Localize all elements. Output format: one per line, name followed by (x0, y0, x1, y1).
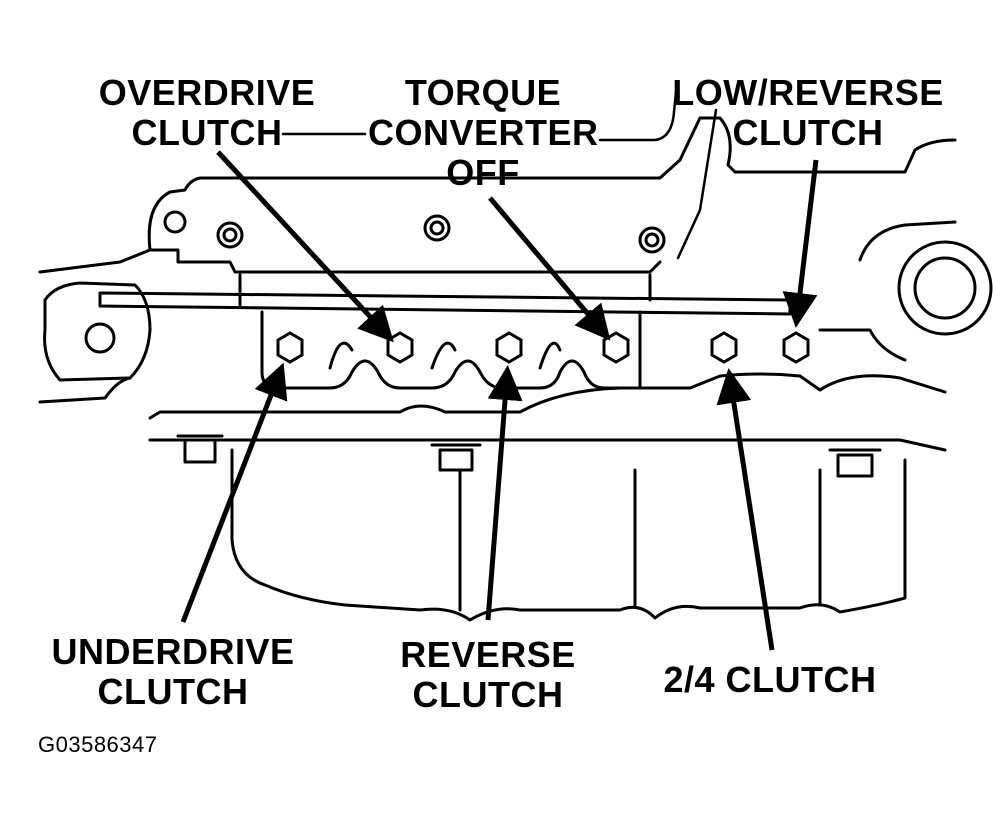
right-case (858, 220, 957, 262)
long-rod (98, 291, 792, 316)
arrow-overdrive (216, 150, 394, 343)
label-low-reverse-line2: CLUTCH (732, 112, 884, 153)
pan-flange (148, 372, 947, 420)
housing-bolt-2-inner (429, 220, 445, 236)
left-boss-hole (84, 322, 116, 354)
label-underdrive-line2: CLUTCH (97, 671, 249, 712)
port-underdrive (276, 331, 304, 364)
leader-torque (598, 90, 678, 142)
label-underdrive-clutch: UNDERDRIVE CLUTCH (38, 632, 308, 712)
label-overdrive-clutch: OVERDRIVE CLUTCH (92, 73, 322, 153)
label-torque-line1: TORQUE (404, 72, 562, 113)
housing-hole (163, 210, 187, 234)
label-underdrive-line1: UNDERDRIVE (51, 631, 295, 672)
label-reverse-line1: REVERSE (400, 634, 576, 675)
lower-left-arm (38, 376, 132, 404)
label-reverse-line2: CLUTCH (412, 674, 564, 715)
label-two-four-clutch: 2/4 CLUTCH (650, 660, 890, 700)
housing-bolt-2 (423, 214, 451, 242)
port-reverse (495, 331, 523, 364)
pan-bolt-3 (828, 448, 882, 478)
figure-code: G03586347 (38, 732, 158, 757)
housing-bolt-3 (638, 226, 666, 254)
housing-bolt-1 (216, 221, 244, 249)
label-torque-converter-off: TORQUE CONVERTER OFF (368, 73, 598, 193)
pan-bolt-1 (176, 434, 224, 464)
right-boss-outer (897, 240, 993, 336)
arrow-two-four (716, 368, 775, 651)
leader-low-reverse (676, 108, 718, 260)
port-overdrive (386, 331, 414, 364)
pan-rim (148, 438, 947, 452)
arrow-underdrive (180, 362, 288, 623)
label-two-four-line1: 2/4 CLUTCH (663, 659, 877, 700)
port-low-reverse (782, 331, 810, 364)
valve-body-ledge (238, 273, 652, 307)
arrow-low-reverse (782, 159, 819, 328)
label-low-reverse-clutch: LOW/REVERSE CLUTCH (668, 73, 948, 153)
oil-pan (230, 448, 907, 622)
arrow-torque-converter-off (488, 196, 611, 341)
arrow-reverse (485, 365, 523, 621)
label-overdrive-line1: OVERDRIVE (98, 72, 316, 113)
right-boss-inner (913, 256, 977, 320)
port-two-four (710, 331, 738, 364)
scallops (328, 341, 562, 370)
pan-bolt-2 (430, 443, 482, 472)
housing-edge (148, 248, 662, 274)
label-overdrive-line2: CLUTCH (131, 112, 283, 153)
right-case-lower (818, 328, 907, 362)
label-torque-line3: OFF (446, 152, 520, 193)
label-reverse-clutch: REVERSE CLUTCH (388, 635, 588, 715)
label-torque-line2: CONVERTER (368, 112, 599, 153)
upper-housing (38, 116, 957, 274)
label-low-reverse-line1: LOW/REVERSE (672, 72, 944, 113)
housing-bolt-1-inner (222, 227, 238, 243)
valve-body (260, 310, 642, 390)
port-torque-converter-off (602, 331, 630, 364)
housing-bolt-3-inner (644, 232, 660, 248)
left-boss (43, 281, 152, 382)
